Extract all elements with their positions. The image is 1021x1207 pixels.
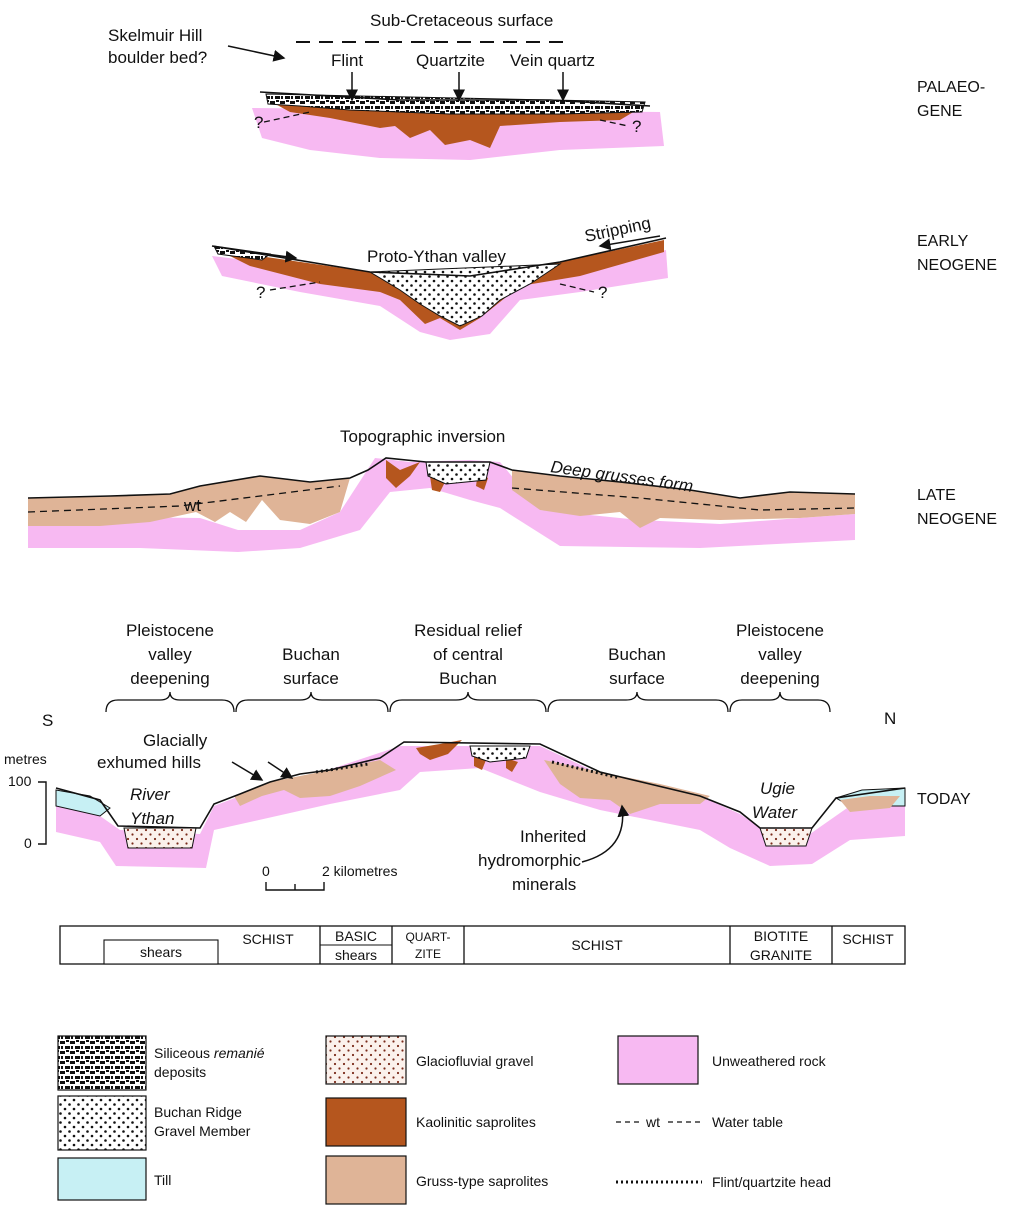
zone-residual-1: Residual relief	[414, 621, 522, 640]
question-left: ?	[256, 283, 265, 302]
legend-siliceous-1: Siliceous remanié	[154, 1045, 265, 1061]
proto-ythan-label: Proto-Ythan valley	[367, 247, 506, 266]
legend-glaciofluvial: Glaciofluvial gravel	[416, 1053, 534, 1069]
legend-swatch-buchan-ridge	[58, 1096, 146, 1150]
legend-siliceous-2: deposits	[154, 1064, 206, 1080]
bar-shears-1: shears	[140, 944, 182, 960]
question-right: ?	[632, 117, 641, 136]
metres-label: metres	[4, 751, 47, 767]
scale-bar	[266, 882, 324, 890]
y-tick-100: 100	[8, 773, 32, 789]
legend-swatch-glaciofluvial	[326, 1036, 406, 1084]
glaciofluvial-gravel-ythan	[124, 828, 196, 848]
river-ythan-label-2: Ythan	[130, 809, 174, 828]
bar-schist-2: SCHIST	[571, 937, 623, 953]
bar-schist-3: SCHIST	[842, 931, 894, 947]
legend-water-table: Water table	[712, 1114, 783, 1130]
question-left: ?	[254, 113, 263, 132]
late-neogene-section: Topographic inversion Deep grusses form …	[28, 427, 855, 552]
zone-residual-3: Buchan	[439, 669, 497, 688]
zone-buchan-right-2: surface	[609, 669, 665, 688]
geology-bar: shears SCHIST BASIC shears QUART- ZITE S…	[60, 926, 905, 964]
glacially-label-2: exhumed hills	[97, 753, 201, 772]
bar-biotite-2: GRANITE	[750, 947, 812, 963]
early-neogene-section: Proto-Ythan valley Stripping ? ?	[212, 213, 668, 340]
scale-0-label: 0	[262, 863, 270, 879]
vein-quartz-label: Vein quartz	[510, 51, 595, 70]
skelmuir-label-1: Skelmuir Hill	[108, 26, 202, 45]
bar-schist-1: SCHIST	[242, 931, 294, 947]
legend-till: Till	[154, 1172, 171, 1188]
inherited-label-1: Inherited	[520, 827, 586, 846]
sub-cretaceous-label: Sub-Cretaceous surface	[370, 11, 553, 30]
zone-buchan-left-1: Buchan	[282, 645, 340, 664]
legend-flint-head: Flint/quartzite head	[712, 1174, 831, 1190]
legend-kaolinitic: Kaolinitic saprolites	[416, 1114, 536, 1130]
era-late-neogene-1: LATE	[917, 487, 956, 504]
legend-swatch-kaolinitic	[326, 1098, 406, 1146]
era-today: TODAY	[917, 791, 971, 808]
zone-pleistocene-right-1: Pleistocene	[736, 621, 824, 640]
bar-basic: BASIC	[335, 928, 377, 944]
ugie-water-label-1: Ugie	[760, 779, 795, 798]
legend-buchan-2: Gravel Member	[154, 1123, 251, 1139]
glacial-arrow-2	[268, 762, 292, 778]
zone-pleistocene-left-1: Pleistocene	[126, 621, 214, 640]
legend: Siliceous remanié deposits Buchan Ridge …	[58, 1036, 831, 1204]
inherited-label-2: hydromorphic	[478, 851, 581, 870]
scale-2-label: 2 kilometres	[322, 863, 397, 879]
y-tick-0: 0	[24, 835, 32, 851]
bar-shears-2: shears	[335, 947, 377, 963]
inherited-label-3: minerals	[512, 875, 576, 894]
palaeogene-section: Sub-Cretaceous surface Skelmuir Hill bou…	[108, 11, 664, 160]
zone-residual-2: of central	[433, 645, 503, 664]
legend-swatch-unweathered	[618, 1036, 698, 1084]
river-ythan-label-1: River	[130, 785, 171, 804]
question-right: ?	[598, 283, 607, 302]
bar-quartzite-1: QUART-	[405, 930, 450, 944]
zone-braces	[106, 692, 830, 712]
glacially-label-1: Glacially	[143, 731, 208, 750]
glaciofluvial-gravel-ugie	[760, 828, 812, 846]
north-label: N	[884, 709, 896, 728]
legend-wt-key: wt	[645, 1114, 660, 1130]
glacial-arrow-1	[232, 762, 262, 780]
zone-pleistocene-left-2: valley	[148, 645, 192, 664]
flint-label: Flint	[331, 51, 363, 70]
legend-gruss: Gruss-type saprolites	[416, 1173, 548, 1189]
legend-swatch-till	[58, 1158, 146, 1200]
era-palaeogene-1: PALAEO-	[917, 79, 985, 96]
zone-pleistocene-right-2: valley	[758, 645, 802, 664]
zone-buchan-left-2: surface	[283, 669, 339, 688]
zone-pleistocene-right-3: deepening	[740, 669, 819, 688]
stripping-label: Stripping	[583, 213, 653, 246]
inherited-arrow	[582, 806, 623, 862]
ugie-water-label-2: Water	[752, 803, 798, 822]
wt-label: wt	[183, 496, 201, 515]
today-section: Pleistocene valley deepening Buchan surf…	[4, 621, 905, 894]
bar-biotite-1: BIOTITE	[754, 928, 808, 944]
topographic-inversion-label: Topographic inversion	[340, 427, 505, 446]
skelmuir-arrow	[228, 46, 284, 58]
legend-swatch-remanie	[58, 1036, 146, 1090]
legend-unweathered: Unweathered rock	[712, 1053, 827, 1069]
legend-buchan-1: Buchan Ridge	[154, 1104, 242, 1120]
era-late-neogene-2: NEOGENE	[917, 511, 997, 528]
legend-swatch-gruss	[326, 1156, 406, 1204]
era-early-neogene-2: NEOGENE	[917, 257, 997, 274]
era-early-neogene-1: EARLY	[917, 233, 969, 250]
zone-buchan-right-1: Buchan	[608, 645, 666, 664]
zone-pleistocene-left-3: deepening	[130, 669, 209, 688]
quartzite-label: Quartzite	[416, 51, 485, 70]
bar-quartzite-2: ZITE	[415, 947, 441, 961]
skelmuir-label-2: boulder bed?	[108, 48, 207, 67]
height-axis	[38, 782, 46, 844]
era-palaeogene-2: GENE	[917, 103, 962, 120]
south-label: S	[42, 711, 53, 730]
